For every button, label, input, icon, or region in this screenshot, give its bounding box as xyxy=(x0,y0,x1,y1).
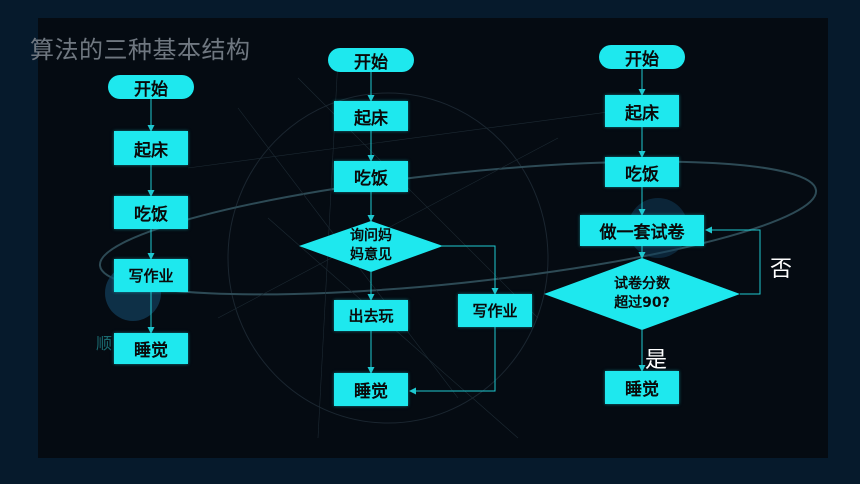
seq-start-terminal: 开始 xyxy=(108,75,194,100)
loop-start-terminal: 开始 xyxy=(599,45,685,70)
score-check-diamond xyxy=(544,258,740,330)
seq-homework-box: 写作业 xyxy=(114,259,188,292)
yes-label: 是 xyxy=(645,348,668,373)
cond-homework-box: 写作业 xyxy=(458,294,532,327)
score-check-line1: 试卷分数 xyxy=(614,276,670,292)
ghost-label: 顺 xyxy=(96,334,113,353)
do-exam-box: 做一套试卷 xyxy=(580,215,704,246)
seq-eat-box: 吃饭 xyxy=(114,196,188,229)
ask-mom-diamond xyxy=(299,221,443,272)
cond-get-up-box: 起床 xyxy=(334,101,408,131)
cond-start-terminal: 开始 xyxy=(328,48,414,73)
seq-sleep-box: 睡觉 xyxy=(114,333,188,364)
ask-mom-text: 询问妈 妈意见 xyxy=(321,227,421,265)
go-out-box: 出去玩 xyxy=(334,300,408,331)
ask-mom-line1: 询问妈 xyxy=(350,228,392,244)
loop-get-up-box: 起床 xyxy=(605,95,679,127)
slide-title: 算法的三种基本结构 xyxy=(30,36,251,64)
seq-get-up-box: 起床 xyxy=(114,131,188,165)
loop-sleep-box: 睡觉 xyxy=(605,371,679,404)
loop-eat-box: 吃饭 xyxy=(605,157,679,187)
cond-eat-box: 吃饭 xyxy=(334,161,408,192)
score-check-line2: 超过90? xyxy=(614,295,670,311)
score-check-text: 试卷分数 超过90? xyxy=(592,275,692,313)
no-label: 否 xyxy=(770,257,793,282)
ask-mom-line2: 妈意见 xyxy=(350,247,392,263)
cond-sleep-box: 睡觉 xyxy=(334,373,408,406)
